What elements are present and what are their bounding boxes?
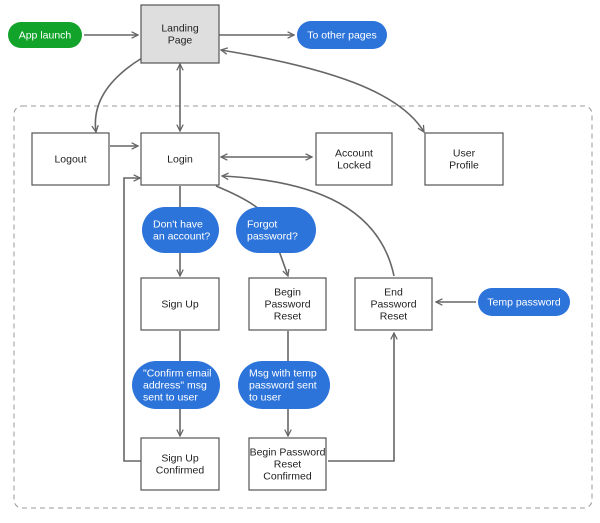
to-other-pages-node-label-1: To other pages <box>307 30 376 42</box>
begin-password-reset-node-label-2: Password <box>264 299 310 311</box>
sign-up-confirmed-node-label-2: Confirmed <box>156 465 205 477</box>
login-node: Login <box>140 132 220 186</box>
begin-password-reset-node-label-3: Reset <box>274 311 302 323</box>
to-other-pages-node-shape <box>297 21 387 49</box>
begin-password-reset-node-label-1: Begin <box>274 287 301 299</box>
begin-password-reset-confirmed-node-label-3: Confirmed <box>263 471 312 483</box>
user-profile-node-label-1: User <box>453 148 476 160</box>
begin-password-reset-confirmed-node-label-1: Begin Password <box>250 447 326 459</box>
begin-password-reset-confirmed-node-label-2: Reset <box>274 459 302 471</box>
forgot-password-callout-shape <box>236 207 316 253</box>
end-password-reset-node-label-3: Reset <box>380 311 408 323</box>
arrow-landing-to-logout <box>95 57 143 132</box>
logout-node-shape <box>31 132 110 186</box>
forgot-password-callout-label-2: password? <box>247 231 298 243</box>
begin-password-reset-confirmed-node-shape <box>248 437 327 491</box>
logout-node-label-1: Logout <box>54 154 86 166</box>
temp-password-msg-callout-shape <box>238 361 330 409</box>
end-password-reset-node-shape <box>354 277 433 331</box>
logout-node: Logout <box>31 132 110 186</box>
temp-password-msg-callout-label-3: to user <box>249 392 282 404</box>
landing-page-node-label-1: Landing <box>161 23 199 35</box>
sign-up-node-shape <box>140 277 220 331</box>
confirm-email-msg-callout-shape <box>132 361 220 409</box>
arrow-landing-user-profile <box>221 50 424 132</box>
end-password-reset-node-label-2: Password <box>370 299 416 311</box>
account-locked-node-label-1: Account <box>335 148 373 160</box>
temp-password-msg-callout-label-1: Msg with temp <box>249 368 317 380</box>
temp-password-msg-callout-label-2: password sent <box>249 380 317 392</box>
dont-have-account-callout-label-1: Don't have <box>153 219 203 231</box>
landing-page-node-shape <box>140 4 220 64</box>
dont-have-account-callout-shape <box>142 207 219 253</box>
account-locked-node-label-2: Locked <box>337 160 371 172</box>
app-launch-node-shape <box>8 22 82 48</box>
login-node-shape <box>140 132 220 186</box>
dont-have-account-callout-label-2: an account? <box>153 231 210 243</box>
temp-password-node-shape <box>478 288 570 316</box>
app-launch-node-label-1: App launch <box>19 30 72 42</box>
arrow-confirmed-to-end-reset <box>328 333 394 462</box>
sign-up-confirmed-node-shape <box>140 437 220 491</box>
account-locked-node-shape <box>315 132 393 186</box>
app-launch-node: App launch <box>8 22 82 48</box>
arrow-end-reset-to-login <box>222 176 395 277</box>
end-password-reset-node-label-1: End <box>384 287 403 299</box>
landing-page-node-label-2: Page <box>168 35 193 47</box>
user-profile-node-label-2: Profile <box>449 160 479 172</box>
to-other-pages-node: To other pages <box>297 21 387 49</box>
temp-password-node-label-1: Temp password <box>487 297 561 309</box>
confirm-email-msg-callout-label-2: address" msg <box>143 380 207 392</box>
begin-password-reset-node-shape <box>248 277 327 331</box>
arrow-confirmed-to-login <box>123 178 142 462</box>
login-node-label-1: Login <box>167 154 193 166</box>
temp-password-node: Temp password <box>478 288 570 316</box>
sign-up-node: Sign Up <box>140 277 220 331</box>
sign-up-node-label-1: Sign Up <box>161 299 199 311</box>
forgot-password-callout-label-1: Forgot <box>247 219 277 231</box>
confirm-email-msg-callout-label-3: sent to user <box>143 392 198 404</box>
sign-up-confirmed-node-label-1: Sign Up <box>161 453 199 465</box>
user-profile-node-shape <box>424 132 504 186</box>
confirm-email-msg-callout-label-1: "Confirm email <box>143 368 212 380</box>
